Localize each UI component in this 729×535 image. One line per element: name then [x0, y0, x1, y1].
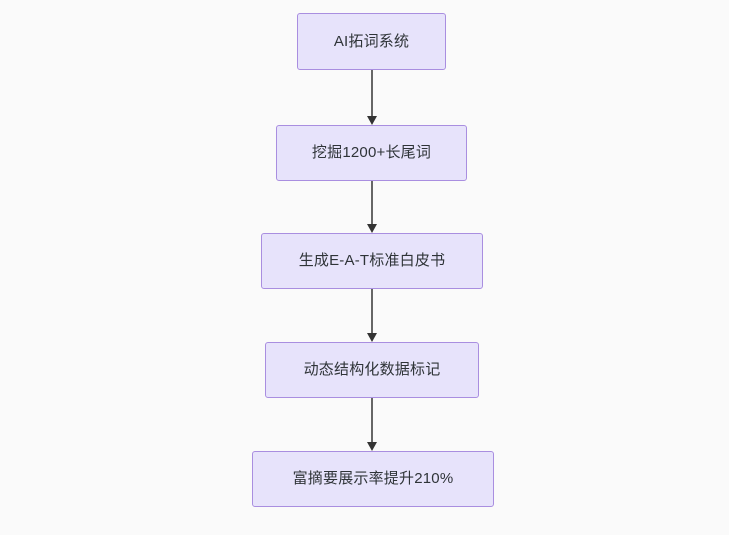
connector-node-4-to-node-5 [366, 398, 378, 451]
flow-node-label: 挖掘1200+长尾词 [311, 144, 432, 161]
flow-node-ai-keyword-system[interactable]: AI拓词系统 [297, 13, 446, 70]
arrowhead-icon [367, 224, 377, 233]
flow-node-label: 动态结构化数据标记 [303, 361, 441, 378]
flow-node-rich-snippet-rate-increase[interactable]: 富摘要展示率提升210% [252, 451, 494, 507]
arrowhead-icon [367, 116, 377, 125]
arrowhead-icon [367, 442, 377, 451]
flow-node-mine-longtail-keywords[interactable]: 挖掘1200+长尾词 [276, 125, 467, 181]
arrowhead-icon [367, 333, 377, 342]
flow-node-generate-eat-whitepaper[interactable]: 生成E-A-T标准白皮书 [261, 233, 483, 289]
connector-node-1-to-node-2 [366, 70, 378, 125]
connector-node-3-to-node-4 [366, 289, 378, 342]
flow-node-label: 富摘要展示率提升210% [292, 470, 454, 487]
flow-node-dynamic-structured-data-markup[interactable]: 动态结构化数据标记 [265, 342, 479, 398]
connector-node-2-to-node-3 [366, 181, 378, 233]
flow-node-label: 生成E-A-T标准白皮书 [298, 252, 446, 269]
flow-node-label: AI拓词系统 [333, 32, 410, 50]
